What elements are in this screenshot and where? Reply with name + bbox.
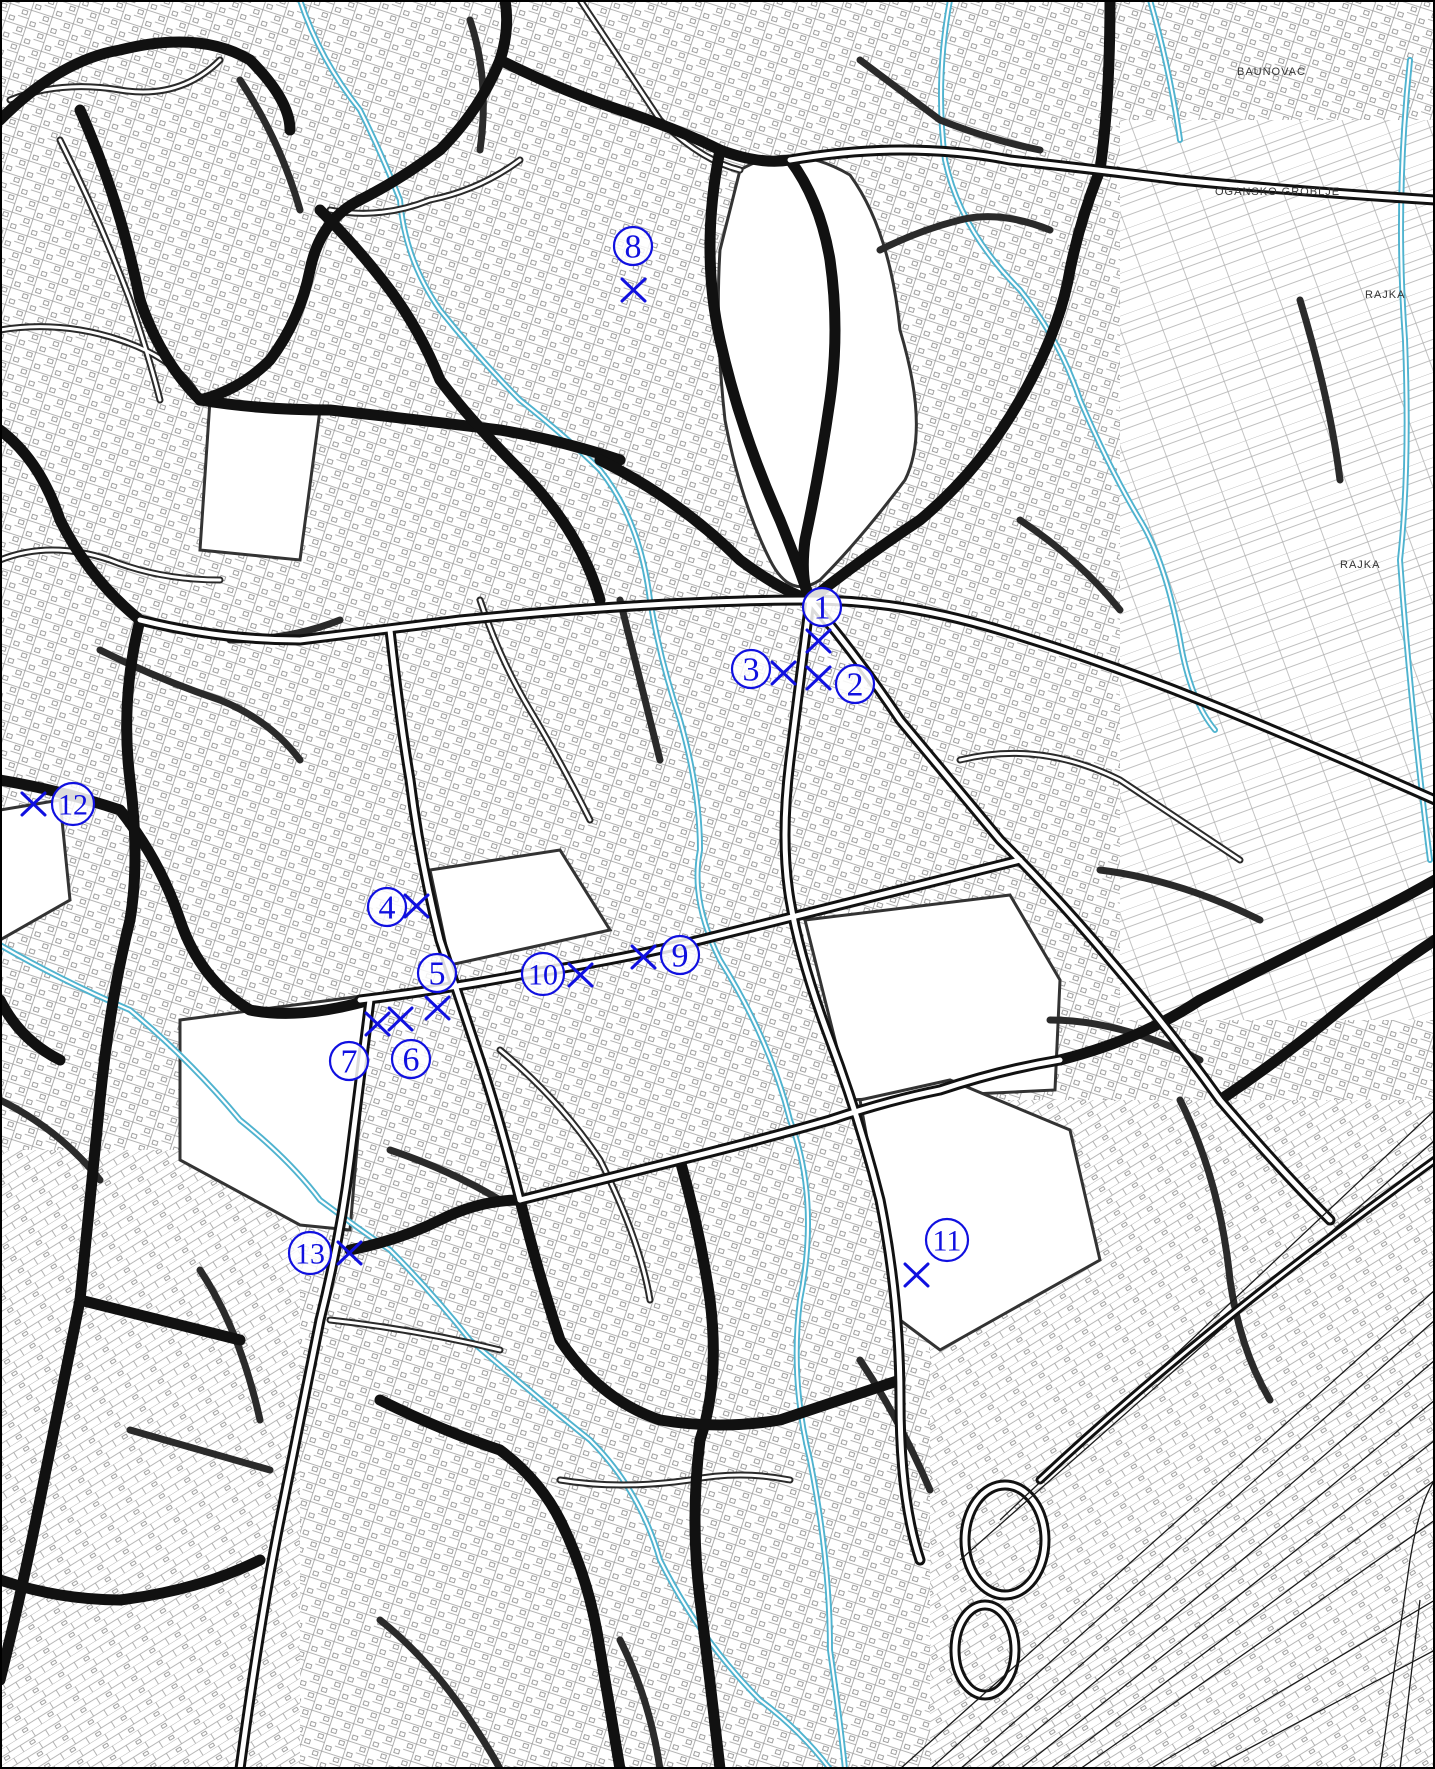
railway — [899, 1109, 1435, 1769]
marker-label: 7 — [341, 1044, 358, 1081]
marker-badge — [520, 951, 566, 997]
marker-12[interactable]: 12 — [20, 781, 96, 827]
marker-badge — [834, 663, 876, 705]
marker-cross — [620, 277, 647, 303]
marker-2[interactable]: 2 — [805, 663, 876, 705]
marker-badge — [730, 648, 772, 690]
marker-badge — [659, 934, 701, 976]
marker-8[interactable]: 8 — [612, 225, 654, 303]
marker-4[interactable]: 4 — [366, 886, 430, 928]
place-label-rajka: RAJKA — [1365, 289, 1405, 301]
marker-label: 12 — [58, 789, 88, 822]
marker-cross — [903, 1262, 930, 1288]
marker-7[interactable]: 7 — [328, 1011, 391, 1082]
marker-cross — [567, 962, 594, 988]
marker-label: 10 — [528, 959, 558, 992]
marker-1[interactable]: 1 — [801, 586, 843, 654]
place-labels: BAUNOVAC OGANSKO GROBLJE RAJKA RAJKA — [1215, 66, 1405, 571]
marker-cross — [424, 995, 451, 1021]
marker-label: 11 — [933, 1225, 962, 1258]
marker-cross — [387, 1006, 414, 1032]
marker-badge — [366, 886, 408, 928]
marker-label: 6 — [403, 1042, 420, 1079]
marker-label: 3 — [743, 652, 760, 689]
place-label-rajka-2: RAJKA — [1340, 559, 1380, 571]
marker-cross — [630, 944, 657, 970]
marker-cross — [805, 665, 832, 691]
marker-cross — [364, 1011, 391, 1037]
marker-5[interactable]: 5 — [416, 952, 458, 1021]
marker-label: 9 — [672, 938, 689, 975]
agricultural-fields — [1120, 120, 1435, 1020]
interchange — [949, 1479, 1051, 1701]
marker-badge — [924, 1217, 970, 1263]
marker-badge — [612, 225, 654, 267]
marker-label: 2 — [847, 667, 864, 704]
marker-6[interactable]: 6 — [387, 1006, 432, 1080]
marker-badge — [287, 1230, 333, 1276]
marker-badge — [801, 586, 843, 628]
marker-cross — [336, 1240, 363, 1266]
marker-badge — [390, 1038, 432, 1080]
marker-cross — [20, 791, 47, 817]
open-area-edge — [0, 798, 72, 942]
open-area-west — [198, 398, 322, 562]
marker-label: 8 — [625, 229, 642, 266]
marker-badge — [328, 1040, 370, 1082]
marker-label: 4 — [379, 890, 396, 927]
survey-markers: 1 2 3 4 5 6 7 — [20, 225, 970, 1288]
place-label-ogansko: OGANSKO GROBLJE — [1215, 186, 1340, 198]
marker-3[interactable]: 3 — [730, 648, 797, 690]
marker-badge — [416, 952, 458, 994]
marker-cross — [770, 660, 797, 686]
marker-11[interactable]: 11 — [903, 1217, 970, 1288]
marker-label: 5 — [429, 956, 446, 993]
open-area-southwest — [178, 993, 372, 1232]
marker-label: 13 — [295, 1238, 325, 1271]
marker-cross — [403, 893, 430, 919]
marker-badge — [50, 781, 96, 827]
marker-label: 1 — [814, 590, 831, 627]
marker-13[interactable]: 13 — [287, 1230, 363, 1276]
marker-9[interactable]: 9 — [630, 934, 701, 976]
marker-10[interactable]: 10 — [520, 951, 594, 997]
place-label-baunovac: BAUNOVAC — [1237, 66, 1306, 78]
marker-cross — [805, 628, 832, 654]
